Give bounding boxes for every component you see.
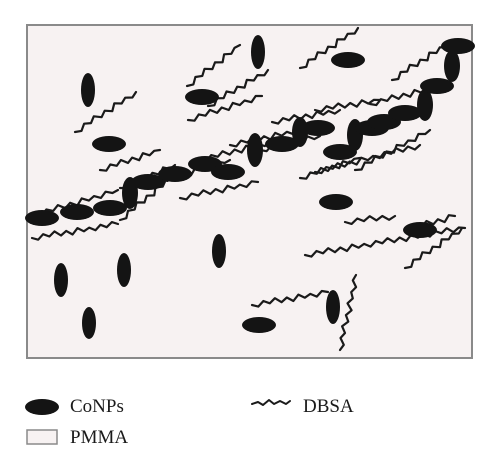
conp-particle bbox=[444, 50, 460, 82]
conp-particle bbox=[25, 210, 59, 226]
conp-particle bbox=[403, 222, 437, 238]
conp-particle bbox=[158, 166, 192, 182]
dbsa-fiber bbox=[303, 226, 467, 258]
conp-particle bbox=[81, 73, 95, 107]
conp-particle bbox=[301, 120, 335, 136]
pmma-legend-label: PMMA bbox=[70, 427, 129, 448]
conp-particle bbox=[93, 200, 127, 216]
dbsa-fiber bbox=[338, 273, 358, 352]
conp-particle bbox=[417, 89, 433, 121]
dbsa-fiber bbox=[185, 43, 242, 88]
conp-chain bbox=[25, 38, 475, 226]
conp-particle bbox=[251, 35, 265, 69]
conp-particle bbox=[117, 253, 131, 287]
dbsa-fiber bbox=[73, 90, 138, 134]
conp-particle bbox=[388, 105, 422, 121]
conp-particle bbox=[92, 136, 126, 152]
pmma-legend-icon bbox=[26, 429, 58, 445]
conp-particle bbox=[331, 52, 365, 68]
conp-legend-icon bbox=[25, 399, 59, 415]
conp-scattered bbox=[54, 35, 437, 339]
conp-particle bbox=[242, 317, 276, 333]
dbsa-legend-icon bbox=[251, 399, 291, 406]
conp-particle bbox=[323, 144, 357, 160]
dbsa-fiber bbox=[186, 94, 264, 122]
conp-particle bbox=[319, 194, 353, 210]
dbsa-fiber bbox=[98, 148, 162, 172]
dbsa-legend-label: DBSA bbox=[303, 396, 354, 417]
dbsa-fiber bbox=[390, 40, 452, 82]
conp-particle bbox=[441, 38, 475, 54]
dbsa-fiber bbox=[270, 108, 342, 125]
dbsa-fiber bbox=[30, 221, 120, 241]
dbsa-fiber bbox=[178, 180, 260, 201]
conp-particle bbox=[82, 307, 96, 339]
dbsa-fiber bbox=[353, 128, 432, 172]
conp-particle bbox=[247, 133, 263, 167]
conp-particle bbox=[131, 174, 165, 190]
conp-particle bbox=[326, 290, 340, 324]
conp-particle bbox=[211, 164, 245, 180]
conp-particle bbox=[60, 204, 94, 220]
conp-particle bbox=[212, 234, 226, 268]
conp-particle bbox=[54, 263, 68, 297]
conp-legend-label: CoNPs bbox=[70, 396, 124, 417]
pmma-matrix bbox=[26, 24, 473, 359]
dbsa-fiber bbox=[343, 214, 397, 225]
dbsa-fiber bbox=[298, 26, 360, 70]
conp-particle bbox=[185, 89, 219, 105]
dbsa-fiber bbox=[313, 98, 382, 113]
conp-particle bbox=[265, 136, 299, 152]
dbsa-fiber bbox=[313, 143, 422, 175]
conp-particle bbox=[420, 78, 454, 94]
dbsa-fiber bbox=[250, 289, 330, 308]
dbsa-fiber bbox=[403, 226, 464, 270]
